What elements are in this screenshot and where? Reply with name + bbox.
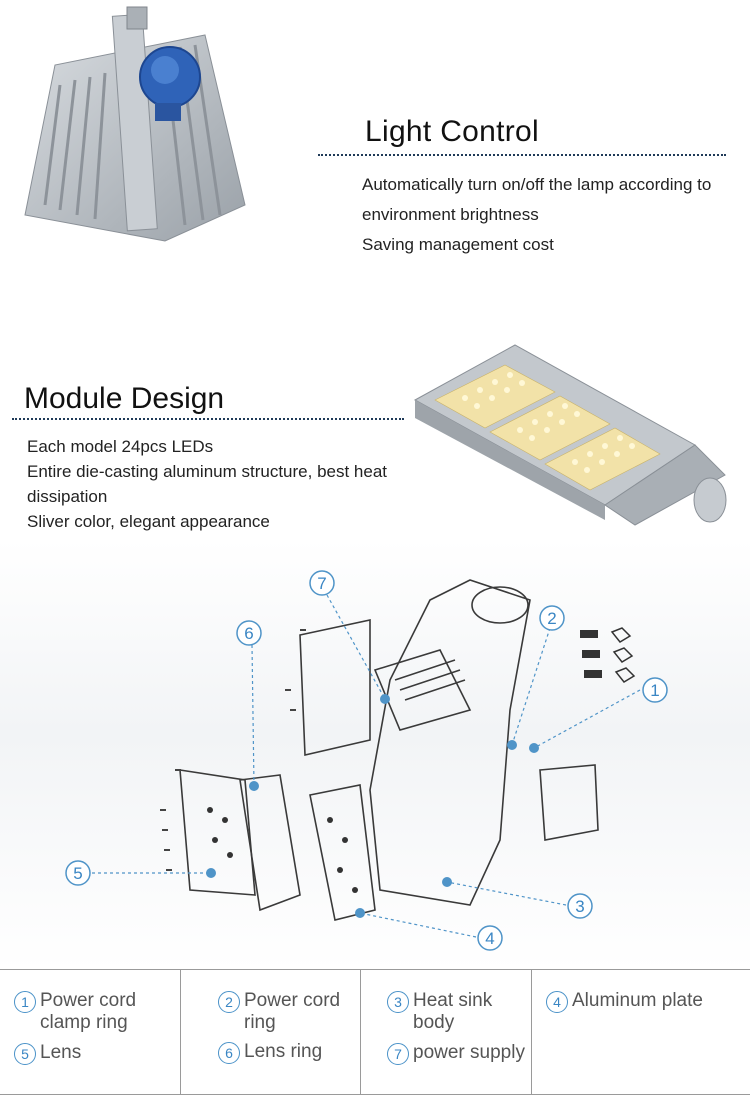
callout-number: 2	[547, 609, 556, 628]
legend-label: power supply	[413, 1042, 525, 1063]
legend-number: 2	[218, 991, 240, 1013]
legend-label: Power cord ring	[244, 990, 341, 1033]
legend-number: 3	[387, 991, 409, 1013]
parts-legend: 1 Power cord clamp ring 5 Lens 2 Power c…	[0, 969, 750, 1095]
description-line: Entire die-casting aluminum structure, b…	[27, 462, 388, 481]
legend-item: 4 Aluminum plate	[546, 990, 746, 1013]
legend-number: 5	[14, 1043, 36, 1065]
legend-item: 1 Power cord clamp ring	[14, 990, 174, 1034]
callout-circle	[309, 570, 335, 596]
module-design-title: Module Design	[24, 382, 225, 415]
legend-label: Power cord clamp ring	[40, 990, 137, 1033]
description-line: Each model 24pcs LEDs	[27, 437, 214, 456]
title-divider	[318, 154, 726, 156]
callout-circle	[477, 925, 503, 951]
legend-number: 1	[14, 991, 36, 1013]
legend-item: 3 Heat sink body	[387, 990, 512, 1034]
light-control-description: Automatically turn on/off the lamp accor…	[362, 170, 742, 260]
callout-number: 7	[317, 574, 326, 593]
legend-label: Aluminum plate	[572, 990, 703, 1011]
description-line: Sliver color, elegant appearance	[27, 512, 270, 531]
module-design-description: Each model 24pcs LEDs Entire die-casting…	[27, 434, 427, 534]
legend-number: 6	[218, 1042, 240, 1064]
legend-number: 4	[546, 991, 568, 1013]
column-divider	[531, 970, 532, 1094]
callout-number: 4	[485, 929, 494, 948]
callout-number: 6	[244, 624, 253, 643]
callout-circle	[65, 860, 91, 886]
legend-number: 7	[387, 1043, 409, 1065]
column-divider	[360, 970, 361, 1094]
legend-item: 6 Lens ring	[218, 1041, 358, 1064]
column-divider	[180, 970, 181, 1094]
legend-item: 7 power supply	[387, 1042, 529, 1065]
title-divider	[12, 418, 404, 420]
legend-item: 2 Power cord ring	[218, 990, 348, 1034]
led-module-photo	[413, 344, 727, 526]
callout-number: 5	[73, 864, 82, 883]
legend-item: 5 Lens	[14, 1042, 174, 1065]
callout-number: 3	[575, 897, 584, 916]
description-line: Automatically turn on/off the lamp accor…	[362, 175, 712, 194]
light-control-title: Light Control	[365, 115, 539, 148]
exploded-view-diagram: 1 2 3 4 5 6 7	[0, 540, 750, 970]
callout-circle	[567, 893, 593, 919]
description-line: Saving management cost	[362, 235, 554, 254]
street-light-sensor-photo	[24, 6, 246, 242]
legend-label: Lens ring	[244, 1041, 323, 1062]
description-line: environment brightness	[362, 205, 539, 224]
callout-circle	[236, 620, 262, 646]
legend-label: Lens	[40, 1042, 82, 1063]
legend-label: Heat sink body	[413, 990, 493, 1033]
callout-circle	[642, 677, 668, 703]
description-line: dissipation	[27, 487, 108, 506]
callout-number: 1	[650, 681, 659, 700]
callout-circle	[539, 605, 565, 631]
